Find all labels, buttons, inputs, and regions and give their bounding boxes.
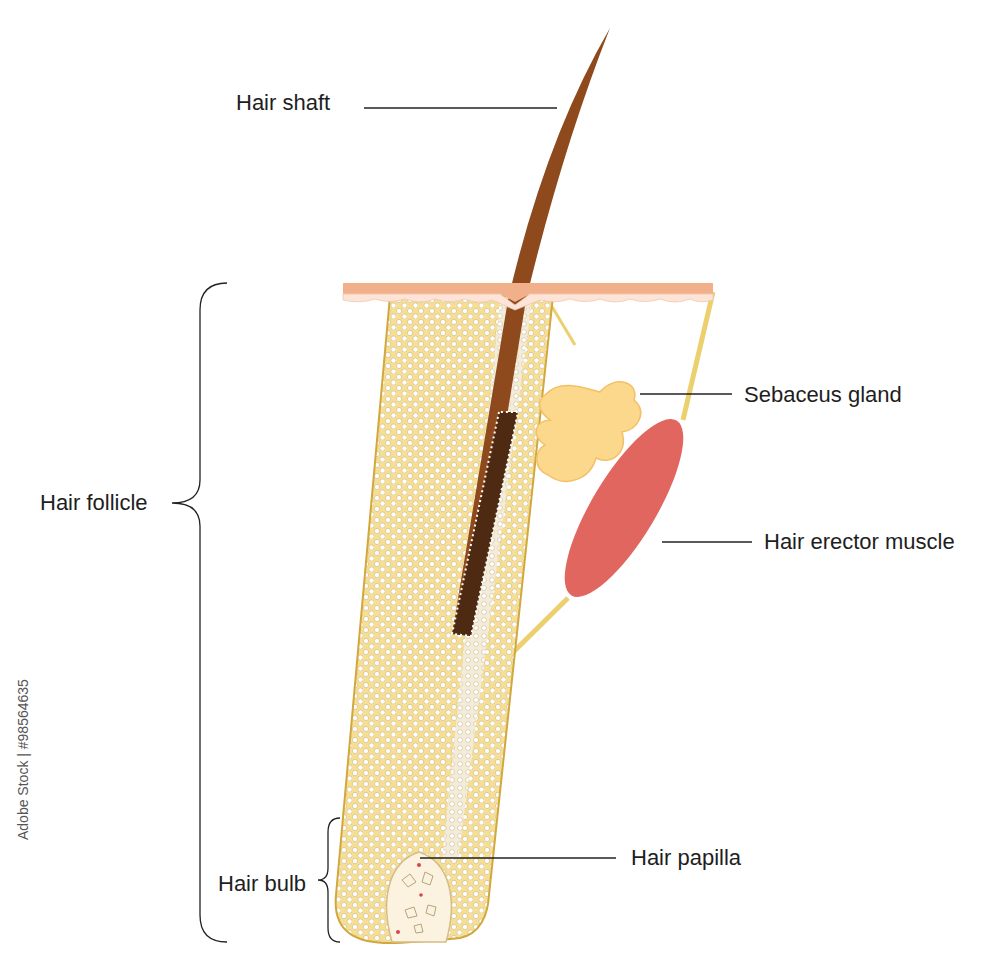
papilla-cells — [402, 872, 436, 933]
part-label: Hair shaft — [236, 91, 330, 115]
bulb-bracket — [318, 818, 340, 942]
part-label: Hair erector muscle — [764, 530, 955, 554]
hair-follicle — [336, 296, 553, 943]
part-label: Sebaceus gland — [744, 383, 902, 407]
part-label: Hair bulb — [218, 872, 306, 896]
hair-root — [452, 412, 518, 636]
leader-lines — [364, 108, 752, 858]
hair-papilla — [387, 852, 452, 942]
part-label: Hair follicle — [40, 491, 148, 515]
hair-shaft — [452, 28, 610, 636]
erector-muscle — [544, 404, 704, 612]
muscle-strand — [683, 292, 713, 420]
part-label: Hair papilla — [631, 846, 741, 870]
dermis-layer — [343, 294, 713, 310]
watermark: Adobe Stock | #98564635 — [16, 679, 31, 840]
inner-root-sheath — [442, 300, 532, 860]
follicle-bracket — [172, 283, 227, 942]
